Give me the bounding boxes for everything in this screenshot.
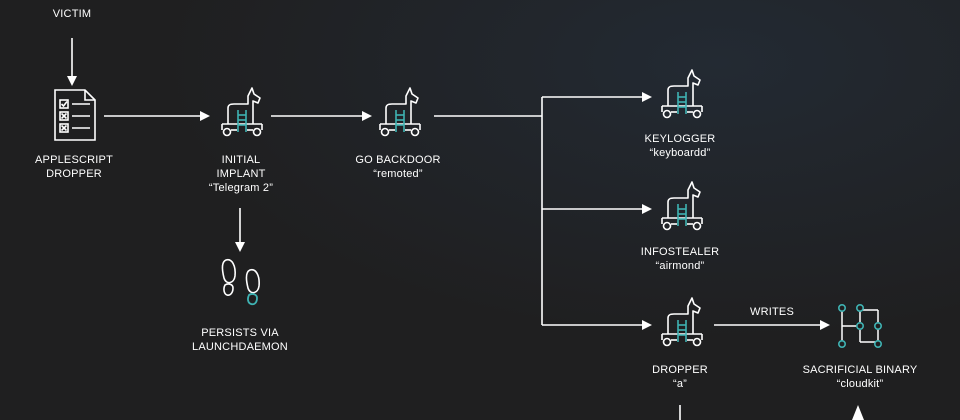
trojan-horse-icon xyxy=(216,86,268,145)
trojan-horse-icon xyxy=(374,86,426,145)
writes-label: WRITES xyxy=(750,306,794,318)
checklist-document-icon xyxy=(54,89,96,141)
infostealer-label: INFOSTEALER“airmond” xyxy=(640,246,720,272)
footprints-icon xyxy=(221,258,260,306)
victim-label: VICTIM xyxy=(52,8,92,20)
trojan-horse-icon xyxy=(656,296,708,355)
keylogger-label: KEYLOGGER“keyboardd” xyxy=(644,133,716,159)
trojan-horse-icon xyxy=(656,180,708,239)
arrowhead-up xyxy=(852,405,864,420)
trojan-horse-icon xyxy=(656,68,708,127)
sacrificial-binary-label: SACRIFICIAL BINARY“cloudkit” xyxy=(802,364,918,390)
circuit-binary-icon xyxy=(837,303,882,348)
go-backdoor-label: GO BACKDOOR“remoted” xyxy=(355,154,441,180)
dropper-label: DROPPER“a” xyxy=(652,364,708,390)
